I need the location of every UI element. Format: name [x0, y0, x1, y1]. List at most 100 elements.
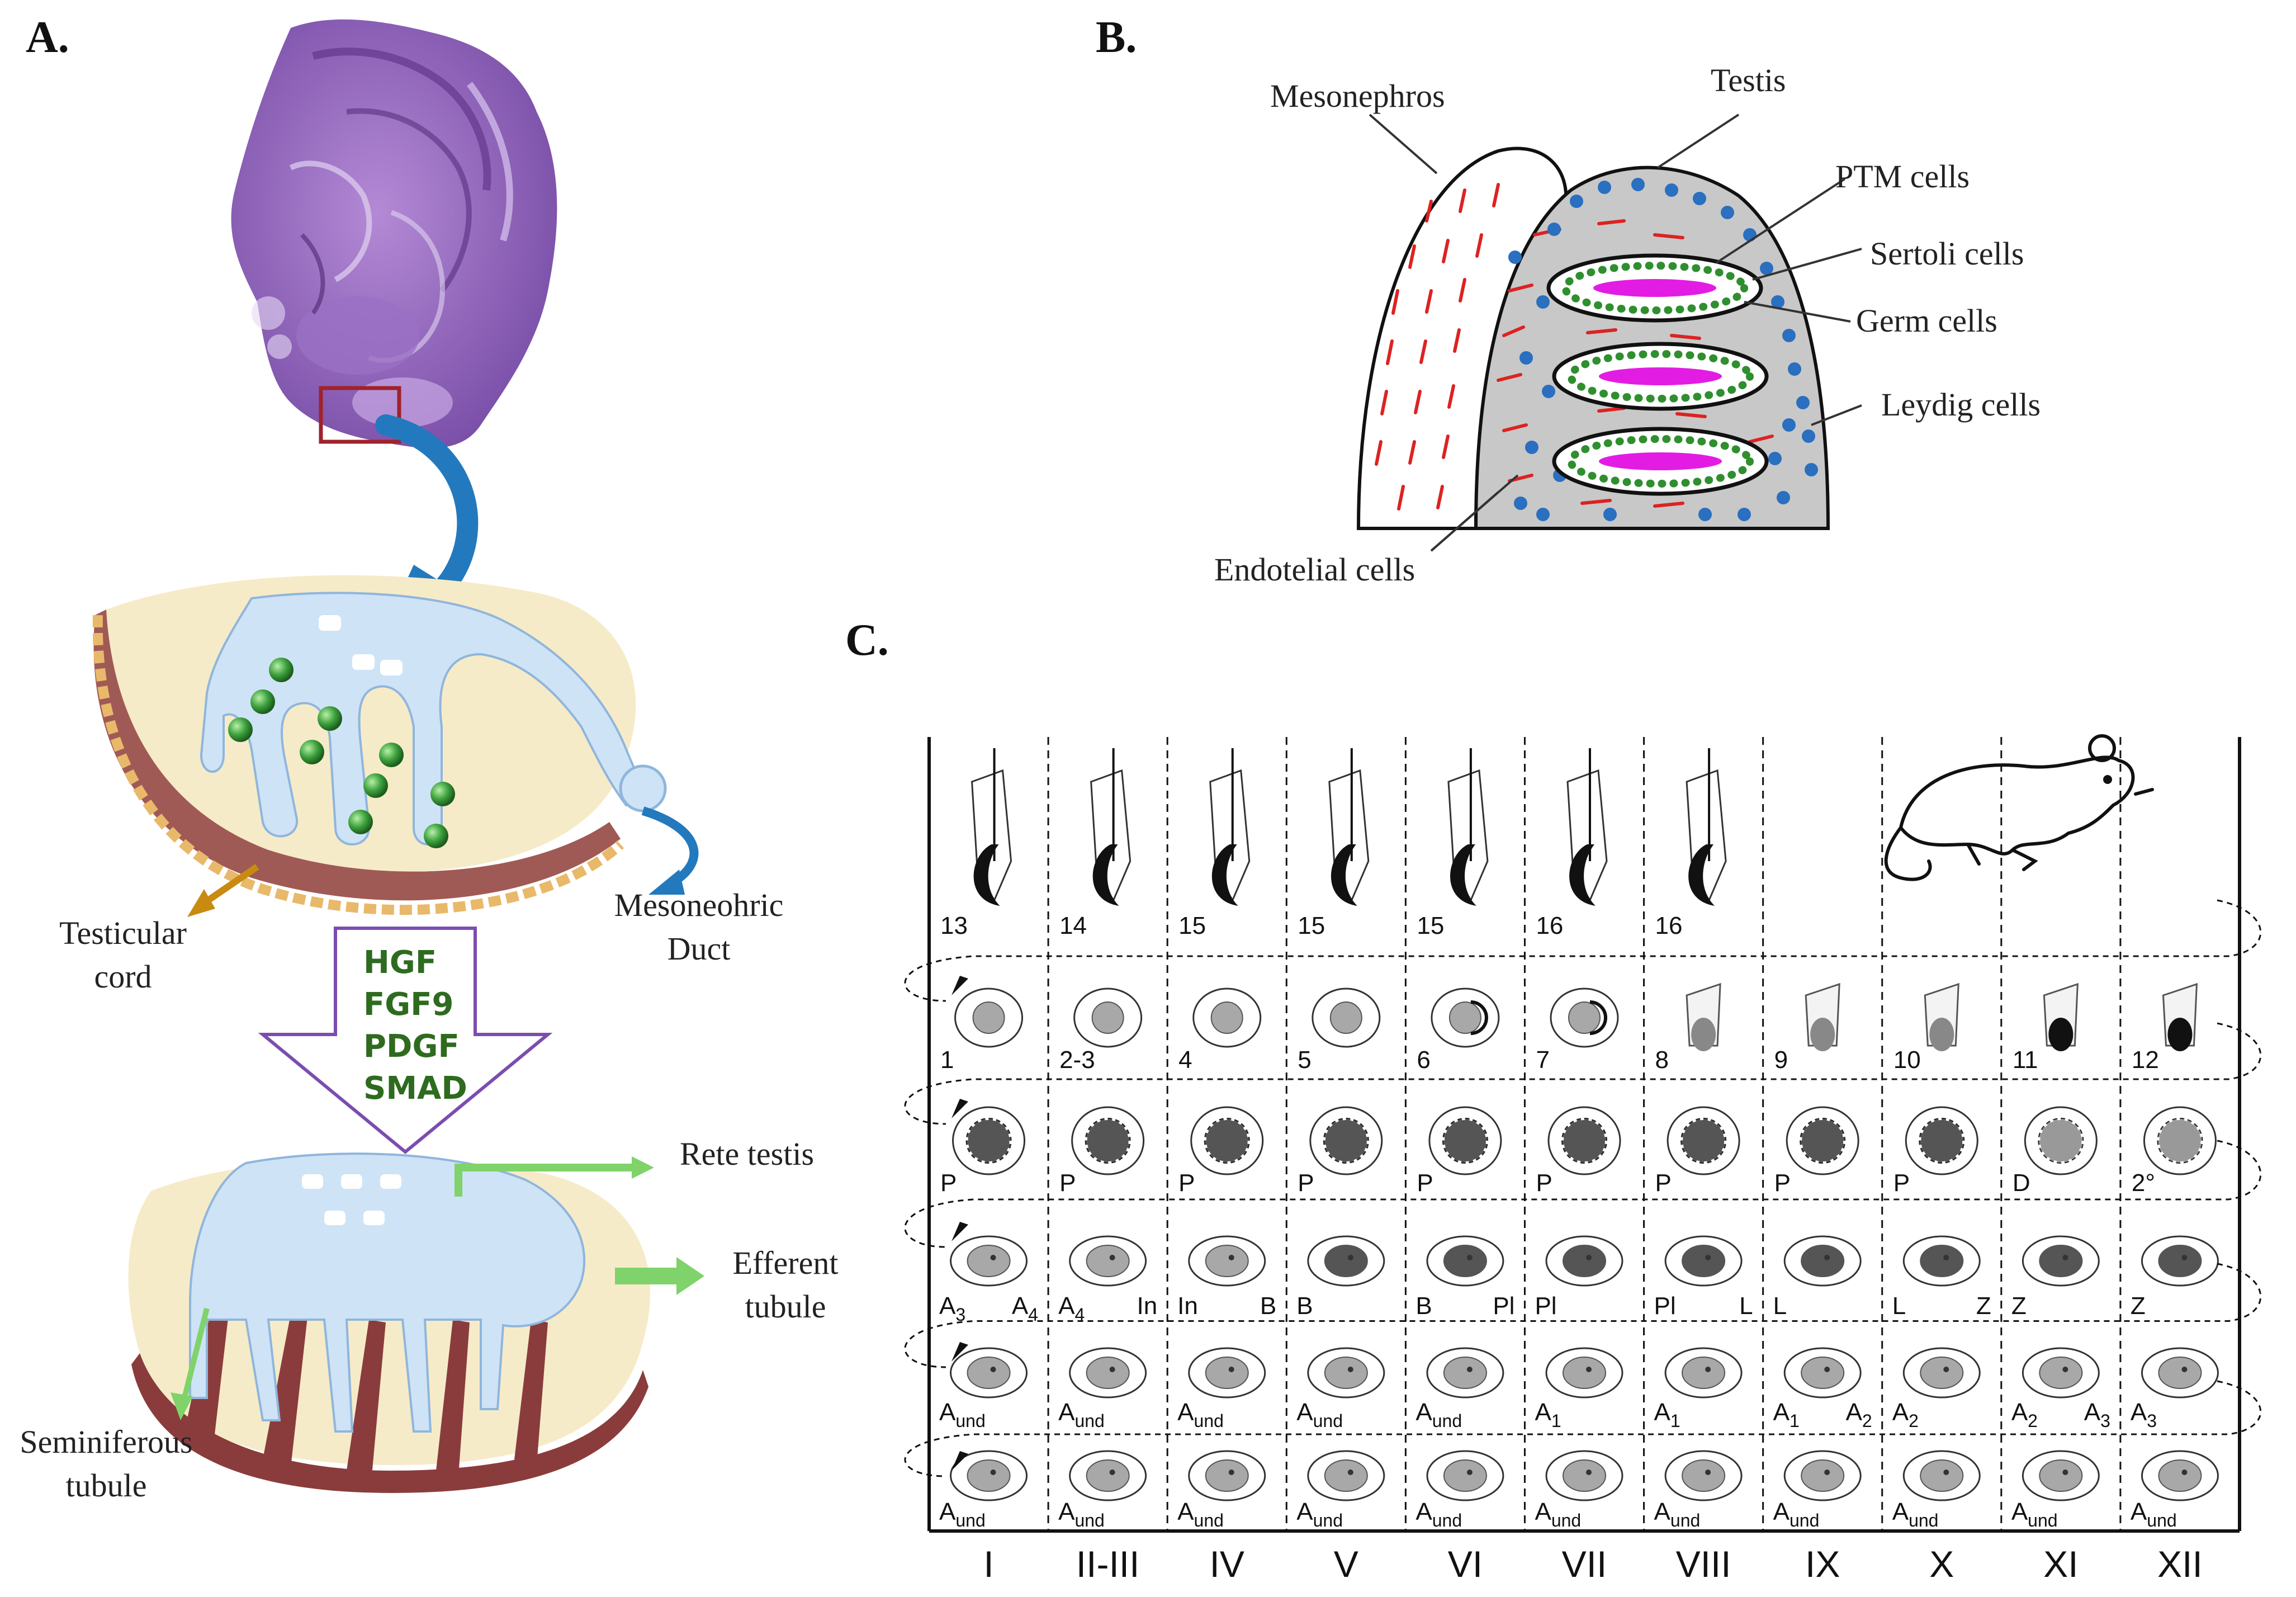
elongating-spermatid-head: [1691, 1018, 1716, 1051]
spermatogonium-nucleus: [1801, 1357, 1845, 1389]
nucleolus: [1824, 1255, 1830, 1260]
spermatogonium-nucleus: [1324, 1245, 1368, 1277]
spermatogonium-nucleus: [2158, 1459, 2202, 1492]
mouse-icon: [1884, 734, 2154, 881]
nucleolus: [2062, 1367, 2068, 1372]
testicular-cord-label-line1: Testicular: [59, 915, 187, 951]
nucleolus: [990, 1470, 996, 1475]
stage-label: VII: [1562, 1543, 1607, 1585]
stage-label: II-III: [1076, 1543, 1140, 1585]
round-spermatid-nucleus: [1210, 1001, 1243, 1034]
spermatogonium-nucleus: [1920, 1459, 1964, 1492]
cell-label: P: [1655, 1169, 1672, 1197]
stage-dividers: [1047, 737, 2122, 1531]
cell-label-left: Aund: [1177, 1498, 1224, 1530]
stage-label: IV: [1210, 1543, 1244, 1585]
stage-label: X: [1929, 1543, 1954, 1585]
cell-label-left: Aund: [1416, 1498, 1462, 1530]
spermatogonium-nucleus: [1086, 1357, 1130, 1389]
spermatogonium-nucleus: [1086, 1459, 1130, 1492]
cell-label-left: Pl: [1535, 1292, 1556, 1320]
cell-label-left: Aund: [1416, 1398, 1462, 1431]
mesonephric-arrow-head: [648, 870, 685, 895]
panel-b-letter: B.: [1096, 13, 1137, 62]
nucleolus: [1109, 1367, 1115, 1372]
cell-label-left: B: [1416, 1292, 1432, 1320]
endotelial-cells-label: Endotelial cells: [1214, 551, 1416, 588]
cycle-loop: [904, 1263, 2261, 1368]
cell-label-left: Aund: [1058, 1398, 1105, 1431]
nucleolus: [1705, 1367, 1711, 1372]
nucleolus: [1228, 1470, 1234, 1475]
nucleolus: [1943, 1470, 1949, 1475]
spermatogonium-nucleus: [967, 1459, 1011, 1492]
spermatid-head: [973, 844, 1000, 906]
cell-label: 13: [940, 912, 968, 939]
mesonephros-label: Mesonephros: [1270, 78, 1445, 114]
chromatin-pattern: [1798, 1117, 1847, 1165]
spermatid-head: [1450, 844, 1476, 906]
testis-label: Testis: [1711, 62, 1786, 98]
elongating-spermatid-head: [2167, 1018, 2193, 1051]
spermatogonium-nucleus: [1324, 1357, 1368, 1389]
mesonephric-duct-label: Mesoneohric Duct: [598, 883, 799, 971]
nucleolus: [2181, 1367, 2188, 1372]
cell-label: 12: [2132, 1046, 2159, 1074]
cell-label-right: L: [1739, 1292, 1753, 1320]
cell-label-left: L: [1892, 1292, 1906, 1320]
cell-label-left: A1: [1773, 1398, 1800, 1431]
cycle-loop-arrowhead: [951, 1222, 968, 1241]
cell-label: 15: [1178, 912, 1206, 939]
signaling-arrow: [258, 927, 553, 1154]
cycle-loops: [904, 899, 2262, 1477]
rete-testis-arrow: [455, 1164, 637, 1197]
spermatogonium-nucleus: [967, 1357, 1011, 1389]
cell-label: 11: [2013, 1046, 2038, 1074]
cell-label: 1: [940, 1046, 954, 1074]
round-spermatid-nucleus: [972, 1001, 1005, 1034]
spermatogonium-nucleus: [2039, 1245, 2083, 1277]
chromatin-pattern: [2037, 1117, 2085, 1165]
cell-label-left: A1: [1654, 1398, 1680, 1431]
cell-label-left: Aund: [1058, 1498, 1105, 1530]
mesonephric-duct-label-line2: Duct: [667, 930, 731, 967]
spermatogonium-nucleus: [1920, 1245, 1964, 1277]
cell-label: 2°: [2132, 1169, 2155, 1197]
acrosome: [1589, 1000, 1607, 1035]
cell-label: P: [1536, 1169, 1552, 1197]
stage-label: I: [983, 1543, 993, 1585]
spermatogonium-nucleus: [1563, 1357, 1606, 1389]
cell-label-left: A3: [2131, 1398, 2157, 1431]
factor-hgf: HGF: [363, 944, 437, 981]
cycle-loop: [904, 1380, 2261, 1477]
seminiferous-arrow-head: [171, 1392, 193, 1420]
developed-testis-diagram: [128, 1152, 651, 1493]
cell-label: 5: [1298, 1046, 1311, 1074]
stage-label: VI: [1448, 1543, 1483, 1585]
spermatogonium-nucleus: [2039, 1357, 2083, 1389]
round-spermatid-nucleus: [1329, 1001, 1362, 1034]
panel-b-leader-lines: [1369, 114, 1862, 552]
cell-label: 15: [1298, 912, 1325, 939]
mesonephros-tubules: [1375, 183, 1500, 511]
rete-testis-arrow-head: [632, 1156, 654, 1179]
chromatin-pattern: [1679, 1117, 1728, 1165]
chromatin-pattern: [1322, 1117, 1370, 1165]
round-spermatid-nucleus: [1568, 1001, 1601, 1034]
seminiferous-cord-2: [1552, 342, 1769, 411]
efferent-tubule-label-line2: tubule: [745, 1288, 826, 1325]
chromatin-pattern: [1441, 1117, 1489, 1165]
spermatogonium-nucleus: [1205, 1245, 1249, 1277]
cell-label: P: [1417, 1169, 1433, 1197]
chromatin-pattern: [1083, 1117, 1132, 1165]
cell-label-left: Z: [2011, 1292, 2027, 1320]
round-spermatid-nucleus: [1448, 1001, 1481, 1034]
cell-label: 15: [1417, 912, 1444, 939]
cell-label: D: [2013, 1169, 2030, 1197]
cell-label: 10: [1893, 1046, 1921, 1074]
cell-label: 9: [1774, 1046, 1788, 1074]
cycle-loop: [904, 1022, 2261, 1125]
